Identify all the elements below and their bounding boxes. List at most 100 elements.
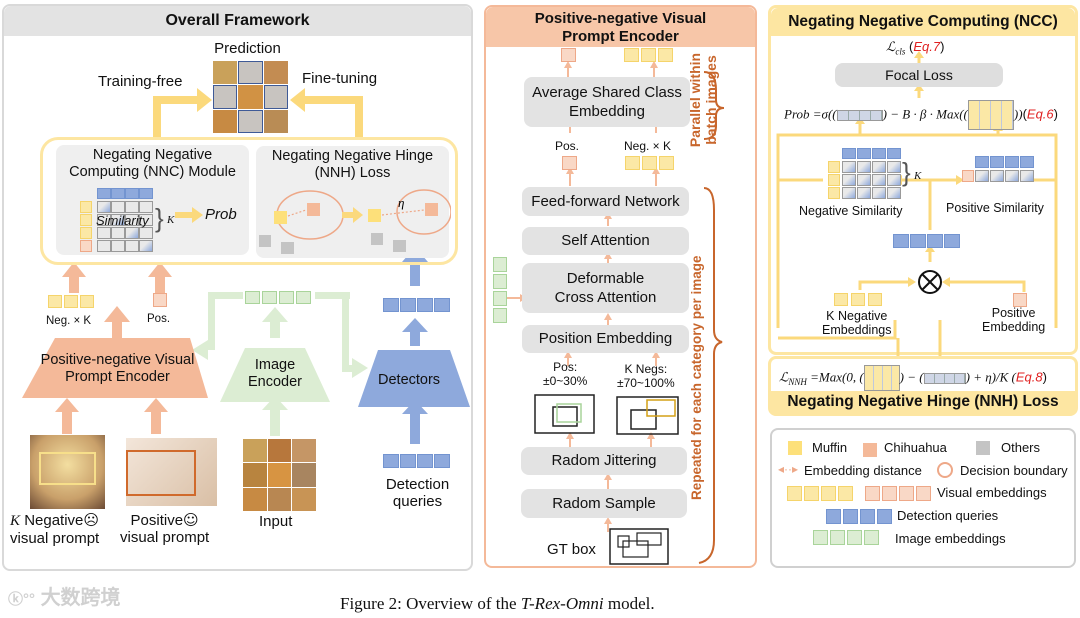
nnh-formula-mid: ) − ( — [899, 369, 924, 385]
nnh-title: Negating Negative Hinge (NNH) Loss — [771, 391, 1075, 413]
image-encoder-label-text: Image Encoder — [247, 357, 302, 390]
legend-detection-square — [826, 509, 841, 524]
avg-shared-class-embedding-box: Average Shared Class Embedding — [524, 77, 690, 127]
nnc-module-title: Negating Negative Computing (NNC) Module — [69, 147, 236, 180]
svg-text:η: η — [398, 195, 404, 210]
nnh-loss-sub: NNH — [788, 377, 807, 388]
caption-prefix: Figure 2: Overview of the — [340, 594, 521, 613]
nnc-brace-k: } — [155, 203, 164, 233]
position-embedding-box: Position Embedding — [522, 325, 689, 353]
detection-query-square — [434, 454, 450, 468]
negative-prompt-label: K Negative☹ visual prompt — [10, 511, 100, 548]
nnh-loss-symbol: ℒ — [779, 369, 789, 385]
pnvpe-label-text: Positive-negative Visual Prompt Encoder — [40, 352, 195, 385]
neg-embedding-square — [48, 295, 62, 308]
pos-label: Pos. — [147, 313, 171, 325]
neg-sim-matrix-icon — [863, 365, 900, 391]
positive-embedding-label: Positive Embedding — [982, 306, 1045, 335]
legend-image-square — [830, 530, 845, 545]
avg-shared-line1: Average Shared Class — [532, 84, 682, 101]
legend-image-embeddings-label: Image embeddings — [895, 531, 1006, 546]
prob-formula-mid: ) − B · β · Max(( — [882, 106, 968, 122]
pos-sim-vector-icon — [923, 372, 966, 384]
legend-visual-emb-square — [821, 486, 836, 501]
legend-image-square — [847, 530, 862, 545]
sad-face-icon: ☹ — [83, 511, 100, 529]
legend-visual-emb-square — [804, 486, 819, 501]
legend-others-swatch — [976, 441, 990, 455]
deform-line1: Deformable — [566, 270, 645, 287]
pnvpe-trapezoid — [22, 338, 208, 398]
detection-output-square — [400, 298, 416, 312]
loss-cls-label: ℒcls (Eq.7) — [886, 39, 945, 57]
watermark-text: 大数跨境 — [40, 585, 121, 609]
negative-similarity-label: Negative Similarity — [799, 204, 903, 218]
negative-prompt-image — [30, 435, 105, 509]
input-image-grid — [243, 439, 316, 511]
image-embedding-square — [245, 291, 260, 304]
detection-query-square — [417, 454, 433, 468]
neg-embedding-square — [64, 295, 78, 308]
loss-sub: cls — [895, 46, 906, 57]
repeated-per-category-label: Repeated for each category per image — [689, 255, 705, 501]
visual-prompt-text: visual prompt — [10, 530, 100, 548]
encoder-title-line2: Prompt Encoder — [562, 28, 679, 45]
legend-visual-emb-square — [787, 486, 802, 501]
visual-prompt-text: visual prompt — [120, 529, 210, 547]
ncc-arrows — [776, 51, 1058, 360]
training-free-arrow-h — [153, 96, 198, 104]
random-jittering-box: Radom Jittering — [521, 447, 687, 475]
legend-detection-queries-label: Detection queries — [897, 508, 999, 523]
prob-formula-suffix: )) — [1013, 106, 1023, 122]
legend-detection-square — [843, 509, 858, 524]
ncc-query-square — [944, 234, 960, 248]
training-modules-container — [40, 137, 458, 265]
neg-embedding-square — [80, 295, 94, 308]
neg-square — [625, 156, 640, 170]
pos-emb-line2: Embedding — [982, 320, 1046, 335]
nnh-decision-diagram: η — [259, 189, 451, 254]
legend-embedding-distance-label: Embedding distance — [804, 463, 922, 478]
legend-detection-square — [877, 509, 892, 524]
nnc-similarity-label: Similarity — [96, 213, 149, 228]
fine-tuning-label: Fine-tuning — [302, 70, 378, 87]
training-free-arrow-stem — [153, 100, 161, 138]
neg-output-square — [658, 48, 673, 62]
pos-jitter-label: Pos: ±0~30% — [543, 360, 587, 389]
image-embedding-square — [493, 291, 507, 306]
legend-visual-emb-square — [838, 486, 853, 501]
input-label: Input — [259, 513, 293, 530]
pos-emb-line1: Positive — [991, 306, 1036, 320]
neg-square — [659, 156, 674, 170]
k-negative-embedding-square — [851, 293, 865, 306]
image-embedding-square — [493, 308, 507, 323]
brace-k: } — [902, 157, 911, 187]
caption-suffix: model. — [603, 594, 655, 613]
k-negative-embeddings-label: K Negative Embeddings — [822, 309, 892, 338]
positive-prompt-image — [126, 438, 217, 506]
positive-embedding-square — [1013, 293, 1027, 307]
encoder-title: Positive-negative Visual Prompt Encoder — [486, 7, 755, 47]
encoder-arrows — [507, 61, 725, 564]
nnh-formula: ℒNNH =Max(0, () − () + η)/K (Eq.8) — [779, 365, 1047, 391]
prob-formula: Prob =σ(() − B · β · Max(())(Eq.6) — [784, 100, 1058, 130]
nnh-formula-eq: =Max(0, ( — [806, 369, 864, 385]
legend-visual-emb-square — [899, 486, 914, 501]
image-embedding-square — [493, 257, 507, 272]
prediction-label: Prediction — [214, 40, 281, 57]
parallel-brace — [703, 71, 725, 140]
ffn-box: Feed-forward Network — [522, 187, 689, 216]
loss-symbol: ℒ — [886, 39, 896, 54]
image-encoder-label: Image Encoder — [240, 357, 310, 390]
detection-output-square — [417, 298, 433, 312]
k-neg-line2: Embeddings — [822, 323, 892, 338]
positive-text: Positive — [130, 512, 184, 529]
prediction-grid — [213, 61, 288, 133]
fine-tuning-arrow-head — [290, 88, 305, 112]
detection-queries-text: Detection queries — [385, 476, 450, 511]
nnh-loss-title: Negating Negative Hinge (NNH) Loss — [271, 148, 434, 181]
watermark-logo-icon: ⓚ°° — [8, 591, 35, 608]
detection-output-square — [434, 298, 450, 312]
pnvpe-label: Positive-negative Visual Prompt Encoder — [30, 352, 205, 385]
neg-jitter-line2: ±70~100% — [617, 375, 675, 390]
